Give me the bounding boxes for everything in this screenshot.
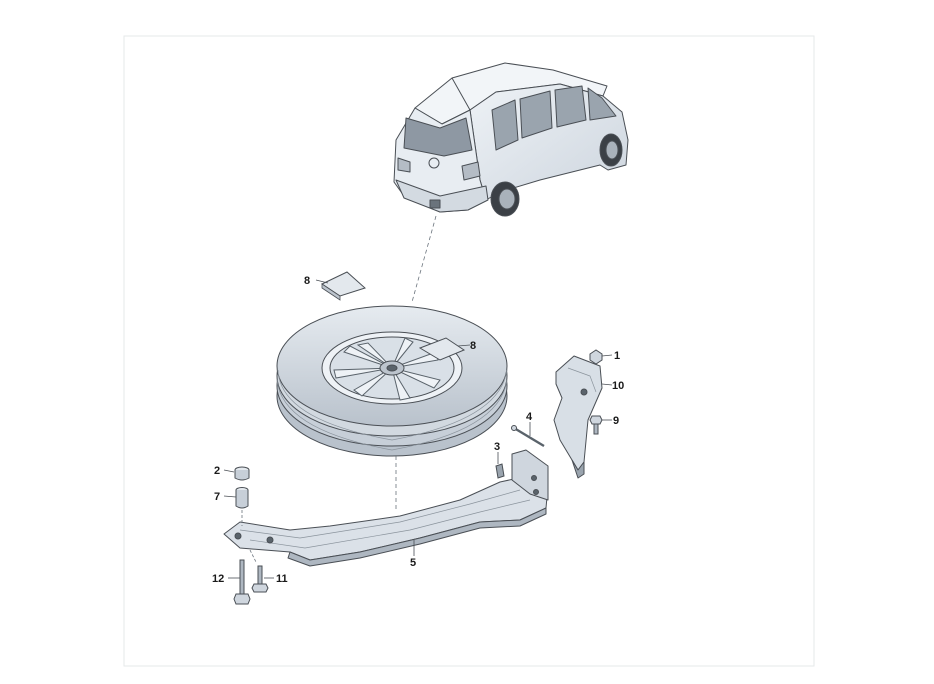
sticker-on-wheel (418, 337, 466, 361)
callout-1: 1 (614, 350, 620, 362)
leader-line-bolts (249, 549, 257, 563)
nut-part (589, 349, 603, 365)
callout-11: 11 (276, 573, 288, 585)
callout-5: 5 (410, 557, 416, 569)
mounting-bracket (553, 355, 603, 479)
leader-line-8b (457, 344, 471, 347)
clip-part (495, 463, 505, 479)
callout-10: 10 (612, 380, 624, 392)
callout-12: 12 (212, 573, 224, 585)
leader-line-van (411, 215, 437, 303)
sleeve-part-7 (235, 487, 249, 509)
leader-line-1 (601, 354, 613, 357)
callout-8-loose: 8 (304, 275, 310, 287)
van-illustration (393, 62, 629, 217)
diagram-frame (123, 35, 815, 667)
leader-line-10 (601, 383, 613, 386)
bolt-part-12 (233, 559, 251, 605)
callout-2: 2 (214, 465, 220, 477)
spacer-part-2 (234, 466, 250, 481)
callout-7: 7 (214, 491, 220, 503)
leader-line-7 (223, 495, 237, 498)
leader-line-2 (223, 469, 235, 473)
threaded-rod-part (511, 425, 545, 448)
leader-line-8a (315, 279, 329, 284)
bolt-part-11 (251, 565, 269, 593)
spare-wheel (276, 305, 508, 457)
callout-8-wheel: 8 (470, 340, 476, 352)
callout-9: 9 (613, 415, 619, 427)
spare-wheel-carrier (223, 449, 549, 567)
sticker-part (320, 271, 366, 301)
bolt-part-9 (589, 415, 603, 435)
callout-3: 3 (494, 441, 500, 453)
callout-4: 4 (526, 411, 533, 423)
